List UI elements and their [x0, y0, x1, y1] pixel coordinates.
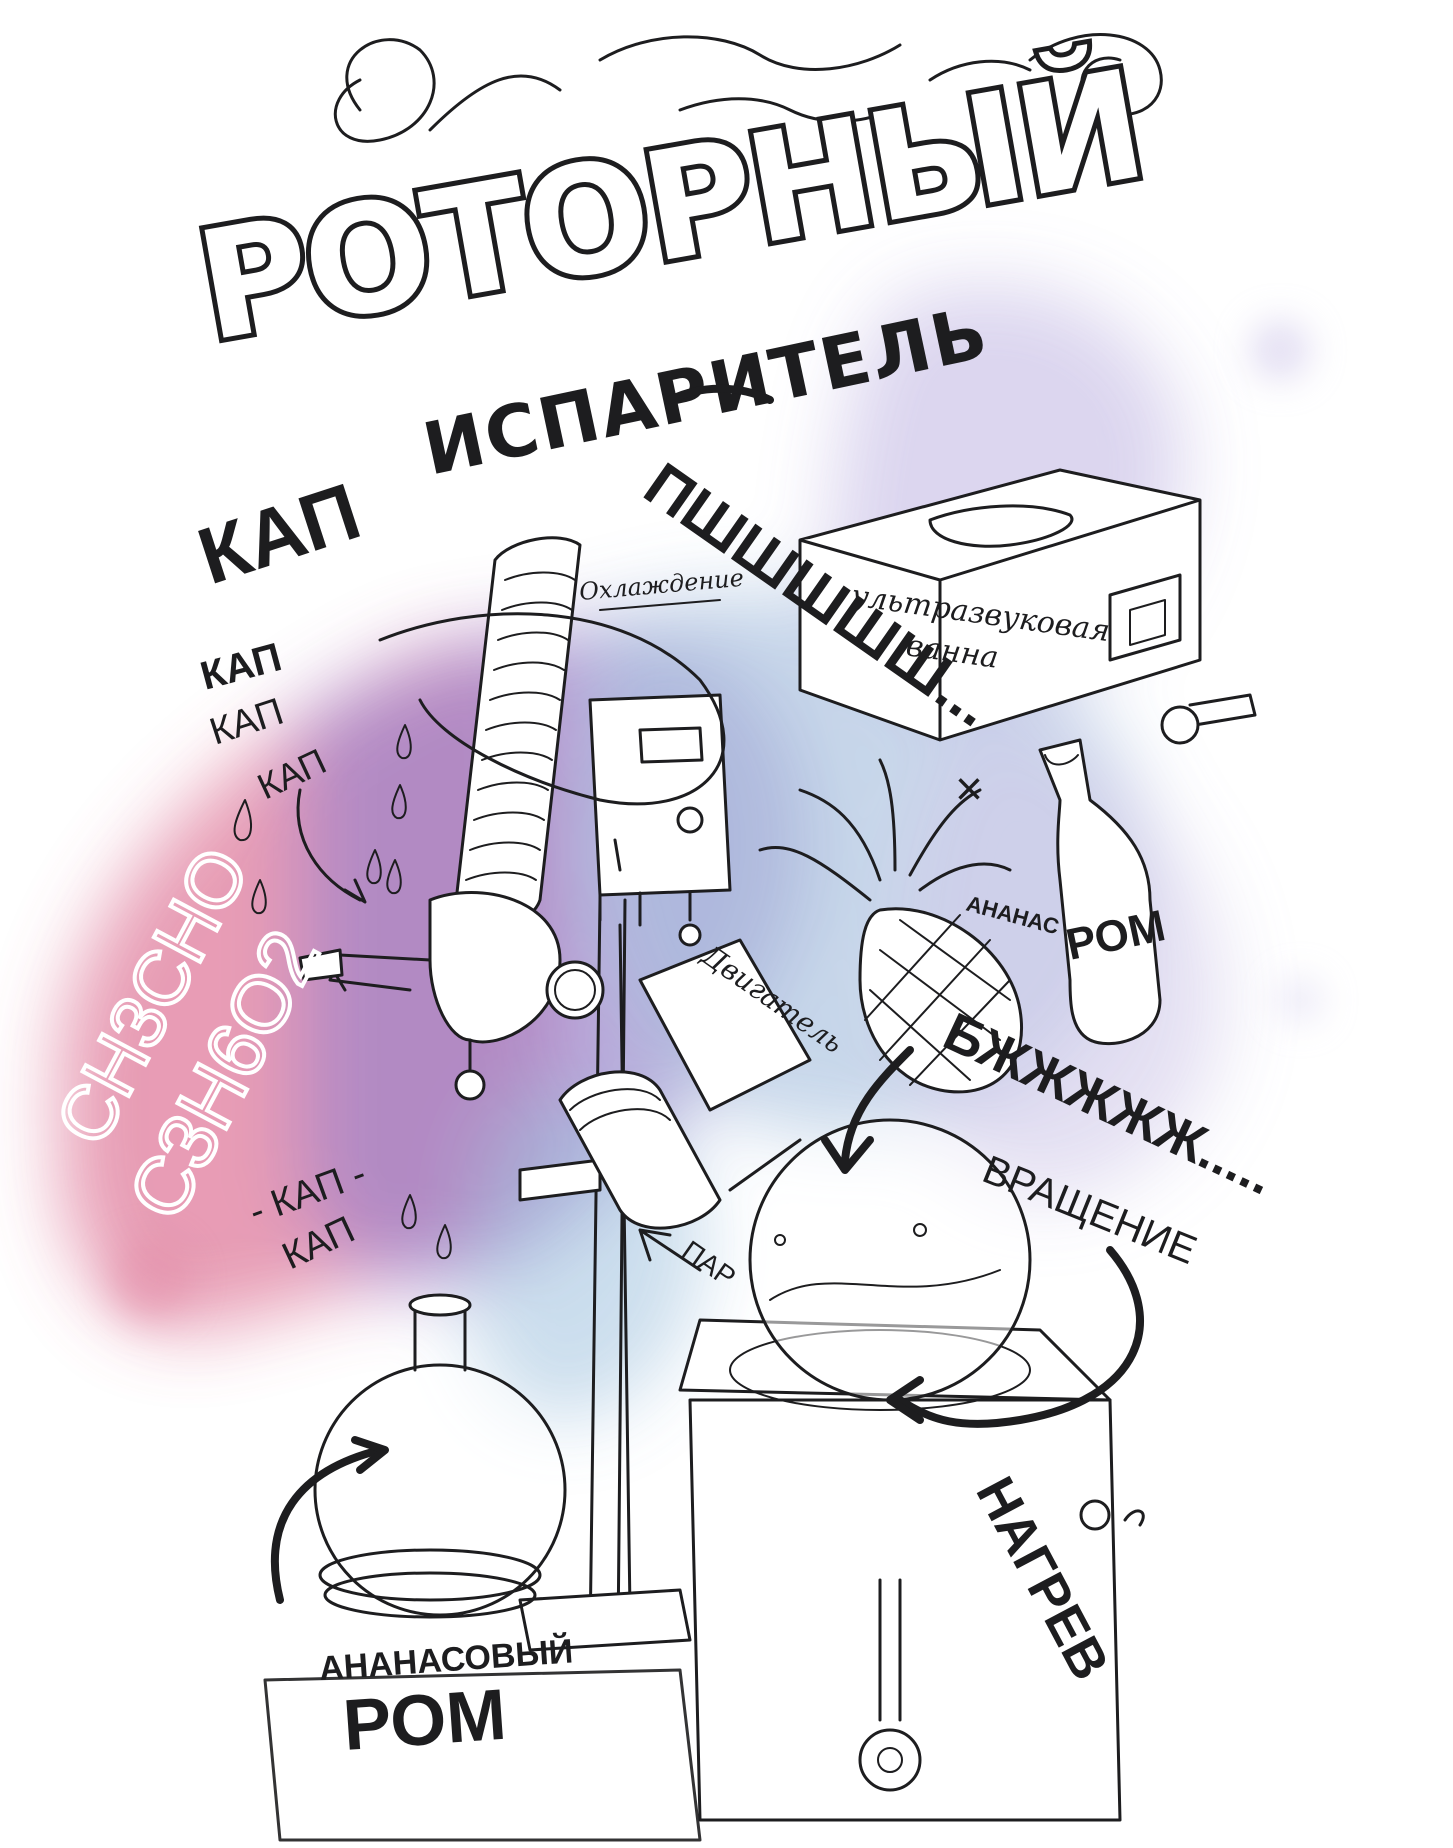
drip-1: КАП [196, 635, 286, 699]
product-label-2: РОМ [341, 1675, 509, 1766]
drip-big: КАП [188, 466, 371, 601]
